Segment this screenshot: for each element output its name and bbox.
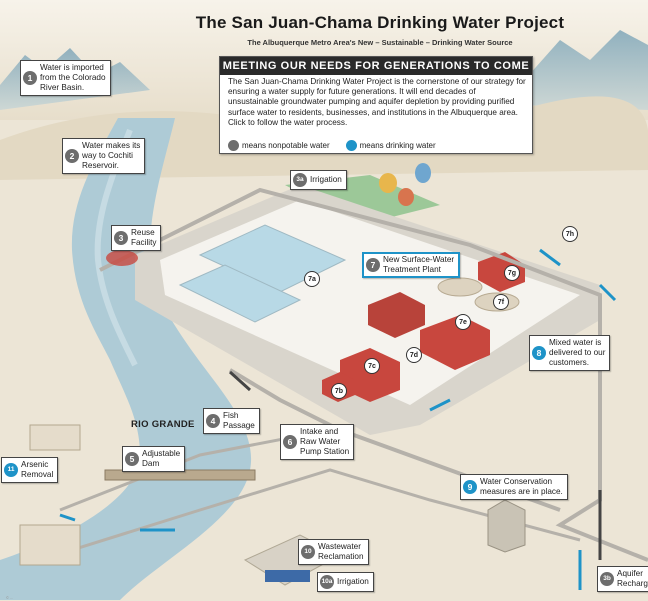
- step-text: Irrigation: [310, 175, 342, 184]
- step-10a[interactable]: 10a Irrigation: [317, 572, 374, 592]
- solar-panels: [265, 570, 310, 582]
- mountains-right: [520, 30, 648, 110]
- nonpotable-dot-icon: [228, 140, 239, 151]
- tank-top: [437, 277, 483, 297]
- arrow-blue-5: [59, 513, 76, 522]
- step-1[interactable]: 1 Water is imported from the Colorado Ri…: [20, 60, 111, 96]
- step-text: Arsenic Removal: [21, 460, 54, 479]
- step-number: 6: [283, 435, 297, 449]
- building-7e: [420, 315, 490, 370]
- panel-heading: MEETING OUR NEEDS FOR GENERATIONS TO COM…: [220, 57, 532, 75]
- legend-nonpotable: means nonpotable water: [242, 141, 330, 150]
- step-number: 1: [23, 71, 37, 85]
- step-number: 7: [366, 258, 380, 272]
- step-number: 10: [301, 545, 315, 559]
- arrow-blue-1: [539, 248, 561, 267]
- pipe-main: [99, 187, 648, 562]
- step-number: 3a: [293, 173, 307, 187]
- step-number: 3b: [600, 572, 614, 586]
- plant-tag-7g[interactable]: 7g: [504, 265, 520, 281]
- step-3[interactable]: 3 Reuse Facility: [111, 225, 162, 251]
- step-text: Mixed water is delivered to our customer…: [549, 338, 606, 367]
- pipe-bottom: [39, 468, 581, 562]
- step-2[interactable]: 2 Water makes its way to Cochiti Reservo…: [62, 138, 146, 174]
- step-text: Wastewater Reclamation: [318, 542, 364, 561]
- balloon-1: [379, 173, 397, 193]
- step-text: Aquifer Recharge: [617, 569, 648, 588]
- basin-lower: [178, 264, 302, 323]
- arrow-blue-2: [598, 283, 617, 302]
- plant-tag-7d[interactable]: 7d: [406, 347, 422, 363]
- step-number: 4: [206, 414, 220, 428]
- houses-south: [19, 524, 81, 566]
- houses-arsenic: [29, 424, 81, 451]
- step-11[interactable]: 11 Arsenic Removal: [1, 457, 59, 483]
- page-subtitle: The Albuquerque Metro Area's New – Susta…: [247, 38, 513, 47]
- step-number: 8: [532, 346, 546, 360]
- arrow-dark-1: [228, 370, 252, 392]
- drinking-dot-icon: [345, 140, 357, 151]
- step-number: 2: [65, 149, 79, 163]
- step-text: Fish Passage: [223, 411, 255, 430]
- step-text: Water makes its way to Cochiti Reservoir…: [82, 141, 141, 170]
- legend-drinking: means drinking water: [359, 141, 436, 150]
- step-text: Adjustable Dam: [142, 449, 181, 468]
- step-text: Intake and Raw Water Pump Station: [300, 427, 350, 456]
- balloon-2: [415, 163, 431, 183]
- step-3b[interactable]: 3b Aquifer Recharge: [597, 566, 648, 592]
- step-10[interactable]: 10 Wastewater Reclamation: [298, 539, 369, 565]
- balloon-3: [398, 188, 414, 206]
- image-credit: © ...: [6, 595, 14, 600]
- intro-panel: MEETING OUR NEEDS FOR GENERATIONS TO COM…: [219, 56, 533, 154]
- step-4[interactable]: 4 Fish Passage: [203, 408, 260, 434]
- plant-tag-7e[interactable]: 7e: [455, 314, 471, 330]
- river-label: RIO GRANDE: [131, 419, 195, 430]
- plant-tag-7f[interactable]: 7f: [493, 294, 509, 310]
- plant-tag-7a[interactable]: 7a: [304, 271, 320, 287]
- page-title: The San Juan-Chama Drinking Water Projec…: [195, 13, 565, 32]
- plant-tag-7c[interactable]: 7c: [364, 358, 380, 374]
- building-mid: [368, 292, 425, 338]
- arrow-blue-3: [429, 398, 451, 412]
- step-number: 3: [114, 231, 128, 245]
- step-text: Irrigation: [337, 577, 369, 586]
- step-8[interactable]: 8 Mixed water is delivered to our custom…: [529, 335, 611, 371]
- step-text: Reuse Facility: [131, 228, 157, 247]
- plant-tag-7b[interactable]: 7b: [331, 383, 347, 399]
- step-5[interactable]: 5 Adjustable Dam: [122, 446, 186, 472]
- step-3a[interactable]: 3a Irrigation: [290, 170, 347, 190]
- step-text: New Surface-Water Treatment Plant: [383, 255, 455, 274]
- plant-tag-7h[interactable]: 7h: [562, 226, 578, 242]
- downtown-towers: [487, 499, 526, 553]
- step-number: 5: [125, 452, 139, 466]
- step-9[interactable]: 9 Water Conservation measures are in pla…: [460, 474, 568, 500]
- step-7[interactable]: 7 New Surface-Water Treatment Plant: [362, 252, 461, 278]
- reuse-facility: [106, 250, 138, 266]
- step-text: Water Conservation measures are in place…: [480, 477, 563, 496]
- step-text: Water is imported from the Colorado Rive…: [40, 63, 106, 92]
- panel-body: The San Juan-Chama Drinking Water Projec…: [228, 77, 526, 127]
- legend: means nonpotable water means drinking wa…: [228, 140, 436, 151]
- step-number: 9: [463, 480, 477, 494]
- step-number: 11: [4, 463, 18, 477]
- step-number: 10a: [320, 575, 334, 589]
- step-6[interactable]: 6 Intake and Raw Water Pump Station: [280, 424, 355, 460]
